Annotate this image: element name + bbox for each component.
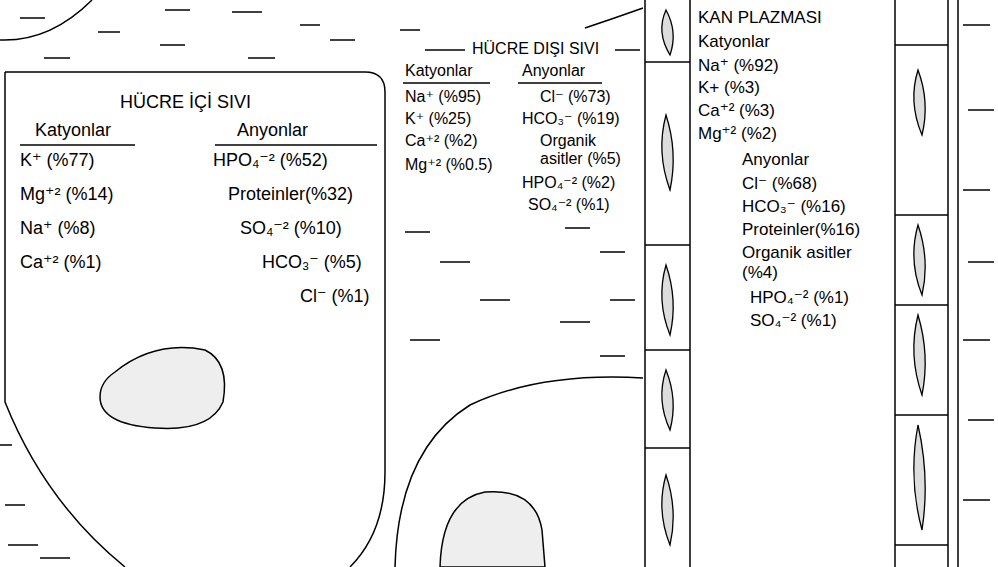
capillary-wall (645, 0, 690, 567)
cell-body: HÜCRE İÇİ SIVI Katyonlar K⁺ (%77) Mg⁺² (%14… (5, 72, 385, 567)
ion-entry: HCO₃⁻ (%5) (262, 252, 362, 273)
column-heading: Katyonlar (405, 62, 473, 80)
section-title: KAN PLAZMASI (698, 8, 822, 28)
heading-underline (403, 82, 490, 84)
column-heading: Katyonlar (35, 120, 111, 141)
ion-entry: HCO₃⁻ (%19) (522, 110, 620, 128)
endothelial-nuclei (662, 10, 925, 545)
ion-entry: Cl⁻ (%73) (540, 88, 611, 106)
heading-underline (215, 144, 377, 146)
ion-entry: Cl⁻ (%68) (742, 174, 817, 194)
heading-underline (518, 82, 602, 84)
ion-entry: Organik asitler (%4) (742, 243, 852, 282)
ion-entry: Proteinler(%32) (228, 184, 353, 205)
title-rule (425, 49, 465, 51)
cell-membrane (5, 72, 385, 567)
column-heading: Anyonlar (522, 62, 585, 80)
ion-entry: HPO₄⁻² (%1) (750, 288, 849, 308)
cell-outline (585, 8, 643, 28)
capillary-lumen: KAN PLAZMASI KatyonlarNa⁺ (%92)K+ (%3) Ca⁺… (690, 0, 895, 567)
cell-outline (0, 0, 92, 40)
ion-entry: Ca⁺² (%2) (405, 132, 477, 150)
cell-nucleus (440, 492, 545, 567)
ion-entry: Na⁺ (%92) (698, 56, 779, 76)
cell-nucleus (100, 348, 225, 429)
ion-entry: Na⁺ (%95) (405, 88, 481, 106)
ion-entry: SO₄⁻² (%1) (528, 196, 610, 214)
title-rule (615, 49, 640, 51)
cell-outline (5, 72, 385, 567)
ion-entry: SO₄⁻² (%1) (750, 311, 837, 331)
cell-outline (395, 377, 643, 567)
section-title: HÜCRE DIŞI SIVI (472, 40, 599, 58)
ion-entry: Mg⁺² (%14) (20, 184, 114, 205)
ion-entry: K⁺ (%25) (405, 110, 471, 128)
ion-entry: Proteinler(%16) (742, 220, 860, 240)
column-heading: Katyonlar (698, 32, 770, 52)
section-title: HÜCRE İÇİ SIVI (120, 92, 251, 113)
heading-underline (20, 144, 135, 146)
ion-entry: Mg⁺² (%2) (698, 124, 777, 144)
ion-entry: HCO₃⁻ (%16) (742, 197, 846, 217)
capillary-wall (895, 0, 958, 567)
ion-entry: Organik asitler (%5) (540, 132, 640, 169)
column-heading: Anyonlar (237, 120, 308, 141)
ion-entry: K+ (%3) (698, 78, 760, 98)
ion-entry: HPO₄⁻² (%2) (522, 174, 615, 192)
ion-entry: Cl⁻ (%1) (300, 286, 370, 307)
ion-entry: SO₄⁻² (%10) (240, 218, 342, 239)
ion-entry: Na⁺ (%8) (20, 218, 96, 239)
ion-entry: Ca⁺² (%3) (698, 101, 775, 121)
ion-entry: HPO₄⁻² (%52) (213, 150, 328, 171)
ion-entry: K⁺ (%77) (20, 150, 95, 171)
fluid-dashes (0, 10, 994, 558)
ion-entry: Mg⁺² (%0.5) (405, 156, 493, 174)
column-heading: Anyonlar (742, 150, 809, 170)
ion-entry: Ca⁺² (%1) (20, 252, 102, 273)
